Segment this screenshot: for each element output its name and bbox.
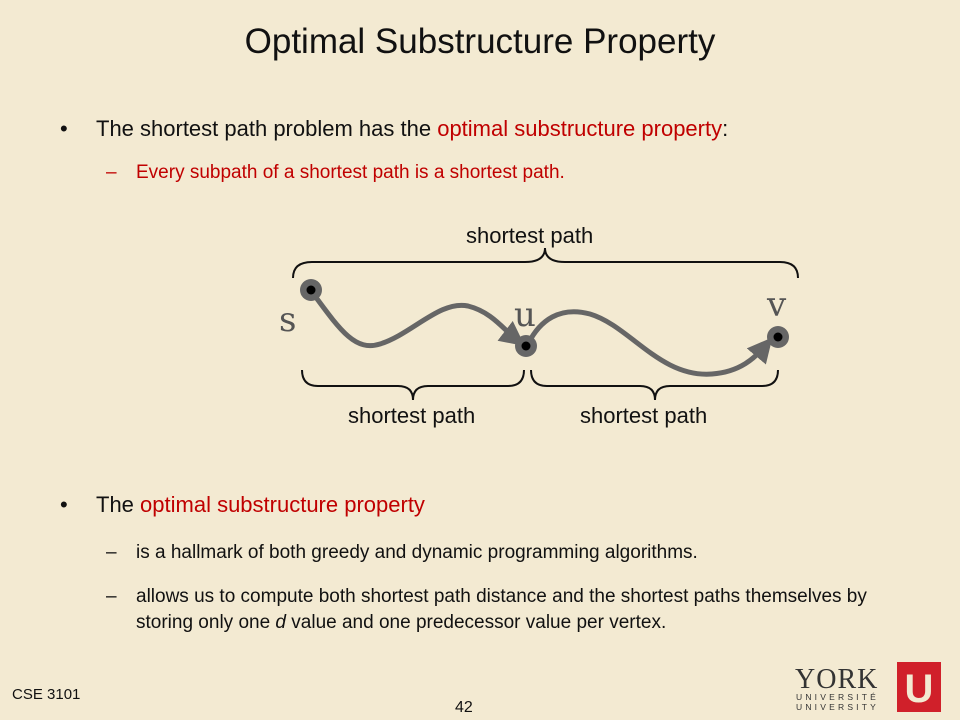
bullet-2-sub-2-pre: allows us to compute both shortest path …	[136, 586, 867, 633]
bullet-2-sub-1-text: is a hallmark of both greedy and dynamic…	[136, 542, 698, 563]
bullet-dot: •	[60, 116, 68, 141]
vertex-s-node	[300, 279, 322, 301]
york-university-logo: YORK UNIVERSITÉ UNIVERSITY U	[795, 662, 941, 712]
vertex-v-label: v	[767, 285, 787, 325]
right-brace-label: shortest path	[580, 403, 708, 428]
sub-dash: –	[106, 542, 117, 563]
logo-line1-text: UNIVERSITÉ	[796, 692, 879, 702]
bullet-2-pre: The	[96, 492, 141, 517]
vertex-s-label: s	[279, 300, 297, 340]
page-number: 42	[455, 699, 473, 716]
course-code: CSE 3101	[12, 686, 81, 703]
left-brace-label: shortest path	[348, 403, 476, 428]
logo-york-text: YORK	[795, 664, 878, 695]
logo-red-block	[897, 662, 941, 712]
vertex-u-node	[515, 335, 537, 357]
bullet-2-sub-2-text: allows us to compute both shortest path …	[136, 584, 916, 636]
bullet-2-text: The optimal substructure property	[96, 490, 916, 520]
bullet-2-sub-2-post: value and one predecessor value per vert…	[286, 612, 667, 633]
top-brace	[292, 247, 799, 279]
top-brace-label: shortest path	[466, 223, 594, 248]
bullet-2-sub-2-italic: d	[275, 612, 286, 633]
logo-u-mark: U	[905, 667, 934, 711]
vertex-v-node	[767, 326, 789, 348]
bottom-left-brace	[301, 369, 525, 401]
bullet-dot: •	[60, 492, 68, 517]
logo-line2-text: UNIVERSITY	[796, 702, 879, 712]
vertex-u-label: u	[514, 295, 536, 335]
bullet-1-post: :	[722, 116, 729, 141]
sub-dash: –	[106, 586, 117, 607]
bullet-1-pre: The shortest path problem has the	[96, 116, 438, 141]
slide-title: Optimal Substructure Property	[244, 22, 716, 61]
sub-dash: –	[106, 162, 117, 183]
bullet-1-text: The shortest path problem has the optima…	[96, 114, 916, 144]
path-s-to-u	[309, 289, 525, 348]
path-u-to-v	[525, 309, 773, 377]
bottom-right-brace	[530, 369, 779, 401]
bullet-2-highlight: optimal substructure property	[140, 492, 425, 517]
bullet-1-sub-text: Every subpath of a shortest path is a sh…	[136, 162, 565, 183]
bullet-1-highlight: optimal substructure property	[437, 116, 723, 141]
